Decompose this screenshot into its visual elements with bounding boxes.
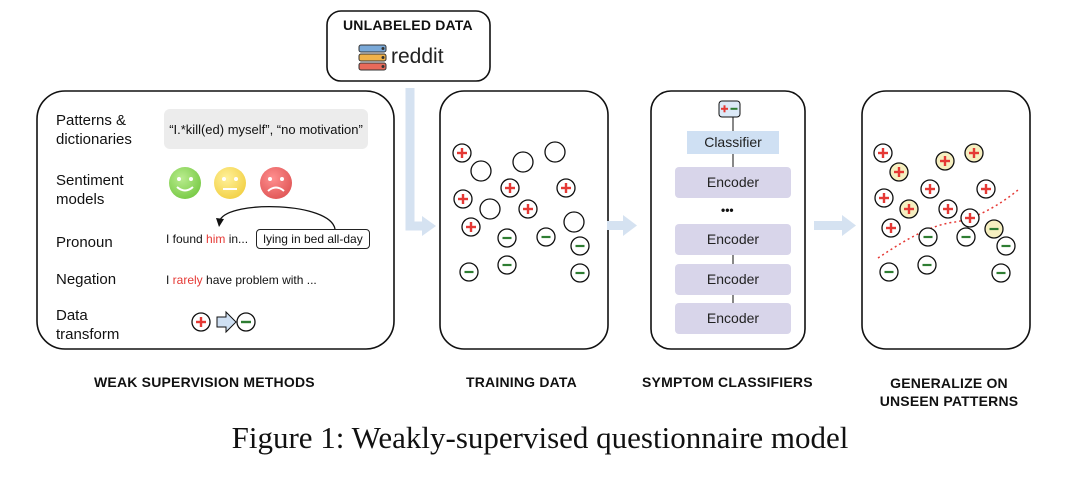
unlabeled-point-icon (470, 160, 492, 182)
positive-point-icon (938, 199, 958, 219)
negation-text: have problem with ... (202, 273, 317, 287)
positive-point-icon (899, 199, 919, 219)
positive-point-icon (518, 199, 538, 219)
reddit-label: reddit (391, 45, 444, 68)
positive-point-icon (920, 179, 940, 199)
row-label-line: Sentiment (56, 172, 124, 189)
arrow-classifier-to-generalize-shaft (814, 221, 844, 230)
positive-point-icon (500, 178, 520, 198)
arrow-classifier-to-generalize-head (842, 215, 856, 236)
neutral-face-icon (214, 167, 246, 199)
negation-text: I (166, 273, 173, 287)
pronoun-referent-box: lying in bed all-day (256, 229, 370, 249)
positive-point-icon (935, 151, 955, 171)
output-label-icon (718, 100, 741, 118)
coreference-arrow (219, 206, 336, 230)
negative-point-icon (956, 227, 976, 247)
negative-point-icon (570, 236, 590, 256)
unlabeled-connector (405, 88, 424, 231)
unlabeled-point-icon (479, 198, 501, 220)
pronoun-text: in... (225, 232, 249, 246)
arrow-training-to-classifier-head (623, 215, 637, 236)
coreference-arrowhead (216, 218, 224, 227)
generalize-caption-line: UNSEEN PATTERNS (879, 393, 1019, 409)
row-label-line: Patterns & (56, 112, 127, 129)
positive-point-icon (556, 178, 576, 198)
unlabeled-point-icon (563, 211, 585, 233)
positive-point-icon (452, 143, 472, 163)
negative-point-icon (459, 262, 479, 282)
data-points (452, 141, 1016, 283)
unlabeled-point-icon (512, 151, 534, 173)
row-label-negation: Negation (56, 271, 117, 288)
negative-point-icon (996, 236, 1016, 256)
negation-highlight: rarely (172, 273, 203, 287)
positive-point-icon (964, 143, 984, 163)
positive-point-icon (453, 189, 473, 209)
generalize-panel (861, 90, 1031, 350)
unlabeled-point-icon (544, 141, 566, 163)
negative-point-icon (991, 263, 1011, 283)
ellipsis-dots: ••• (721, 203, 734, 217)
row-label-pronoun: Pronoun (56, 234, 113, 251)
positive-point-icon (889, 162, 909, 182)
weak-supervision-caption: WEAK SUPERVISION METHODS (94, 374, 315, 390)
positive-point-icon (873, 143, 893, 163)
pronoun-text: I found (166, 232, 207, 246)
arrow-training-to-classifier-shaft (607, 221, 625, 230)
generalize-caption-line: GENERALIZE ON (890, 375, 1008, 391)
training-data-caption: TRAINING DATA (466, 374, 577, 390)
generalize-caption: GENERALIZE ON UNSEEN PATTERNS (878, 374, 1020, 410)
positive-point-icon (976, 179, 996, 199)
weak-supervision-panel (36, 90, 395, 350)
row-label-sentiment: Sentiment models (56, 171, 124, 209)
positive-point-icon (881, 218, 901, 238)
row-label-patterns: Patterns & dictionaries (56, 111, 132, 149)
encoder-layer: Encoder (675, 303, 791, 334)
positive-point-icon (461, 217, 481, 237)
symptom-classifiers-caption: SYMPTOM CLASSIFIERS (642, 374, 813, 390)
negative-point-icon (984, 219, 1004, 239)
training-data-panel (439, 90, 609, 350)
positive-point-icon (874, 188, 894, 208)
row-label-line: models (56, 191, 105, 208)
pronoun-highlight: him (206, 232, 226, 246)
negation-example: I rarely have problem with ... (166, 273, 317, 287)
sad-face-icon (260, 167, 292, 199)
happy-face-icon (169, 167, 201, 199)
decision-boundary (877, 189, 1019, 259)
row-label-line: dictionaries (56, 131, 132, 148)
negative-point-icon (497, 255, 517, 275)
positive-point-icon (960, 208, 980, 228)
data-transform-minus-icon (236, 312, 256, 332)
negative-point-icon (918, 227, 938, 247)
encoder-layer: Encoder (675, 167, 791, 198)
negative-point-icon (879, 262, 899, 282)
negative-point-icon (917, 255, 937, 275)
encoder-layer: Encoder (675, 224, 791, 255)
pattern-example: “I.*kill(ed) myself”, “no motivation” (164, 109, 368, 149)
transform-arrow-icon (216, 310, 237, 334)
negative-point-icon (536, 227, 556, 247)
encoder-layer: Encoder (675, 264, 791, 295)
row-label-data-transform: Data transform (56, 306, 119, 344)
row-label-line: transform (56, 326, 120, 343)
database-icon (358, 44, 387, 71)
row-label-line: Data (56, 307, 88, 324)
negative-point-icon (497, 228, 517, 248)
unlabeled-data-title: UNLABELED DATA (343, 17, 473, 33)
pronoun-example: I found him in... (166, 232, 248, 246)
arrow-to-training (422, 216, 436, 236)
negative-point-icon (570, 263, 590, 283)
figure-caption: Figure 1: Weakly-supervised questionnair… (231, 420, 849, 455)
data-transform-plus-icon (191, 312, 211, 332)
classifier-layer: Classifier (687, 131, 779, 154)
